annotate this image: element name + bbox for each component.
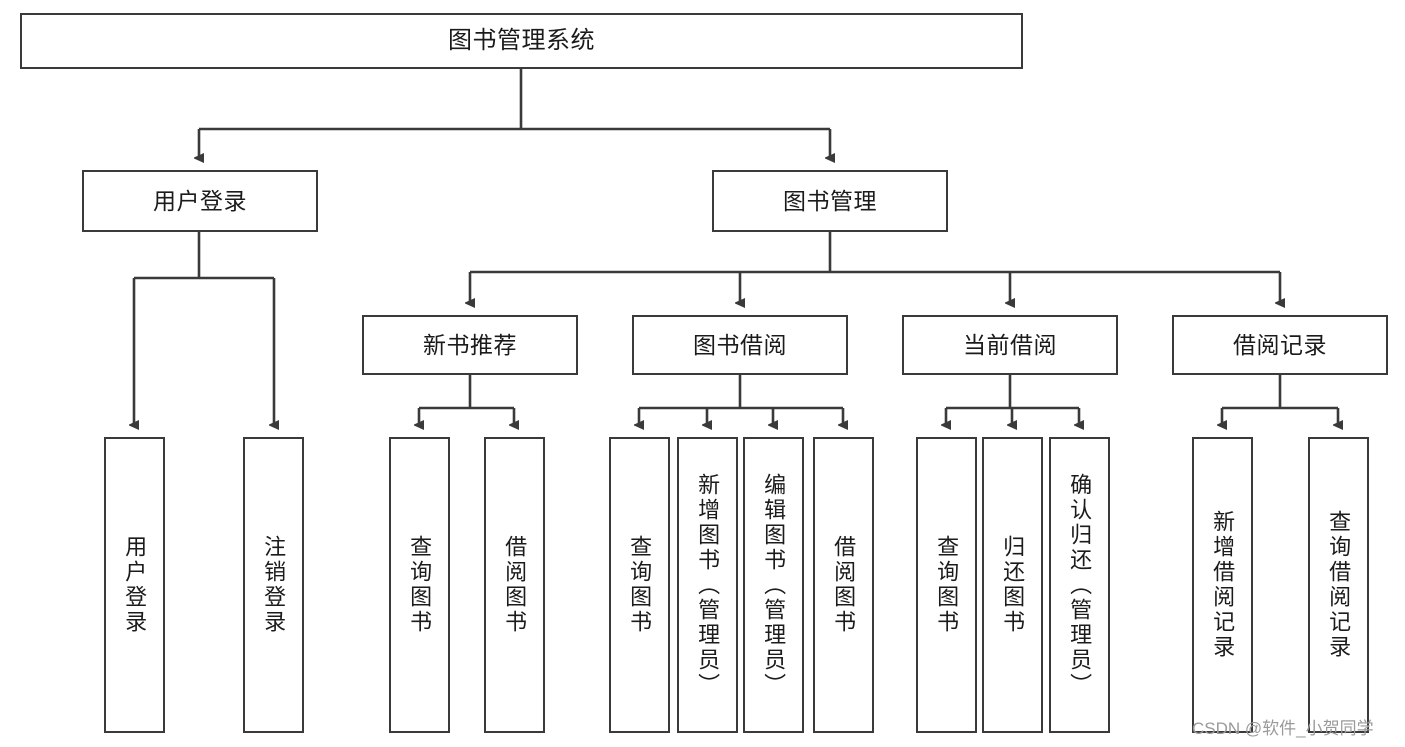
node-book-management[interactable]: 图书管理 <box>712 170 948 232</box>
node-label: 图书借阅 <box>693 331 787 358</box>
node-label: 用户登录 <box>153 187 247 214</box>
node-label: 新增图书（管理员） <box>695 472 721 698</box>
leaf-record-query-record[interactable]: 查询借阅记录 <box>1308 437 1369 733</box>
leaf-recommend-borrow-book[interactable]: 借阅图书 <box>484 437 545 733</box>
node-current-borrow[interactable]: 当前借阅 <box>902 315 1118 375</box>
node-label: 归还图书 <box>1000 535 1026 635</box>
node-label: 图书管理系统 <box>448 27 595 55</box>
leaf-recommend-query-book[interactable]: 查询图书 <box>389 437 450 733</box>
node-label: 新书推荐 <box>423 331 517 358</box>
node-user-login[interactable]: 用户登录 <box>82 170 318 232</box>
leaf-record-add-record[interactable]: 新增借阅记录 <box>1192 437 1253 733</box>
node-book-management-system[interactable]: 图书管理系统 <box>20 13 1023 69</box>
leaf-borrow-query-book[interactable]: 查询图书 <box>609 437 670 733</box>
leaf-current-confirm-return-admin[interactable]: 确认归还（管理员） <box>1049 437 1110 733</box>
leaf-borrow-add-book-admin[interactable]: 新增图书（管理员） <box>677 437 738 733</box>
leaf-borrow-edit-book-admin[interactable]: 编辑图书（管理员） <box>743 437 804 733</box>
node-label: 查询图书 <box>934 535 960 635</box>
node-book-borrow[interactable]: 图书借阅 <box>632 315 848 375</box>
node-label: 借阅图书 <box>831 535 857 635</box>
leaf-current-query-book[interactable]: 查询图书 <box>916 437 977 733</box>
leaf-current-return-book[interactable]: 归还图书 <box>982 437 1043 733</box>
leaf-user-login-signin[interactable]: 用户登录 <box>104 437 165 733</box>
node-label: 查询借阅记录 <box>1326 510 1352 660</box>
node-label: 编辑图书（管理员） <box>761 472 787 698</box>
node-label: 借阅记录 <box>1233 331 1327 358</box>
leaf-user-login-signout[interactable]: 注销登录 <box>243 437 304 733</box>
node-label: 用户登录 <box>122 535 148 635</box>
node-label: 查询图书 <box>407 535 433 635</box>
node-label: 图书管理 <box>783 187 877 214</box>
node-label: 当前借阅 <box>963 331 1057 358</box>
node-label: 注销登录 <box>261 535 287 635</box>
node-borrow-record[interactable]: 借阅记录 <box>1172 315 1388 375</box>
leaf-borrow-borrow-book[interactable]: 借阅图书 <box>813 437 874 733</box>
node-new-book-recommend[interactable]: 新书推荐 <box>362 315 578 375</box>
csdn-watermark: CSDN @软件_小贺同学 <box>1192 719 1374 738</box>
node-label: 查询图书 <box>627 535 653 635</box>
node-label: 借阅图书 <box>502 535 528 635</box>
node-label: 确认归还（管理员） <box>1067 472 1093 698</box>
node-label: 新增借阅记录 <box>1210 510 1236 660</box>
